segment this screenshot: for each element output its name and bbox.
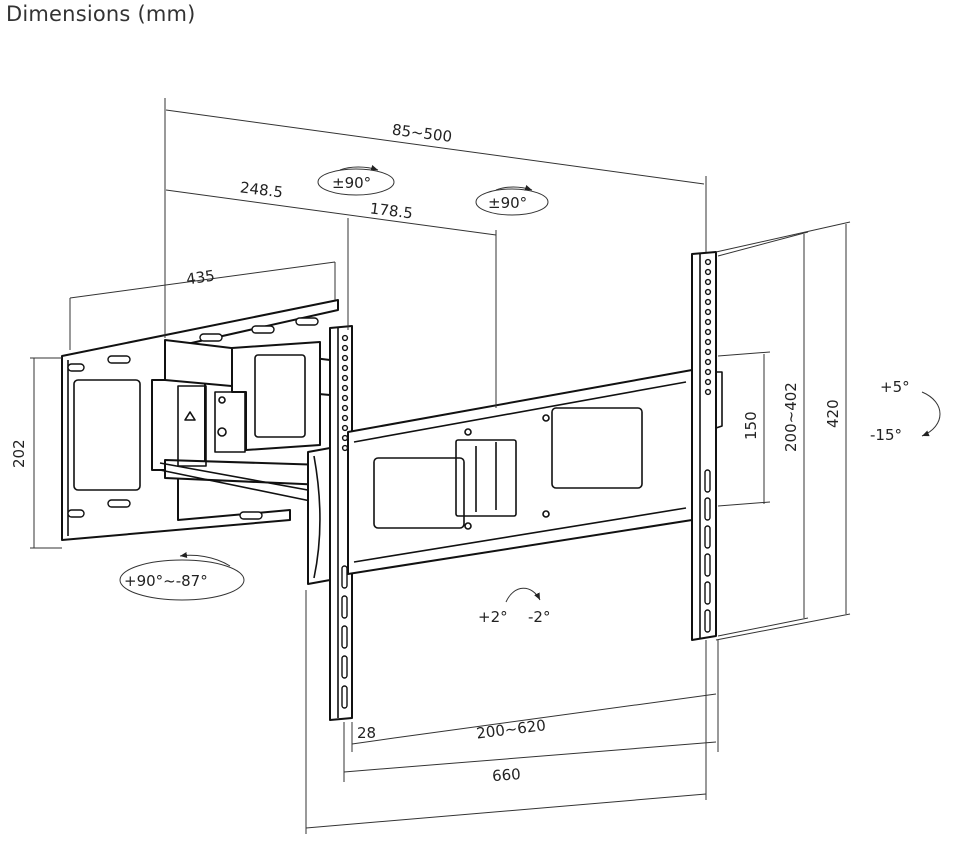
swivel-arm-1-indicator: ±90° [317,164,395,196]
mounting-hole [341,384,349,392]
dim-arm-segment-1: 248.5 [239,178,284,201]
mounting-hole [704,318,712,326]
mounting-hole [704,268,712,276]
mounting-slot [704,469,711,493]
rot-swivel-arm-2: ±90° [488,194,527,212]
mounting-hole [704,278,712,286]
tilt-indicator: +5° -15° [870,378,941,444]
curved-arrow-icon [179,552,231,567]
mounting-hole [704,328,712,336]
dim-vesa-horizontal-range: 200~620 [475,716,547,742]
dim-wall-plate-width: 435 [185,267,216,289]
mounting-slot [341,685,348,709]
rot-swivel-wall: +90°~-87° [124,572,208,590]
mounting-hole [341,424,349,432]
rot-tilt-up: +5° [880,378,910,396]
curved-arrow-icon [495,184,533,191]
wall-plate [61,299,339,541]
dim-wall-plate-height: 202 [10,439,28,468]
dim-arm-segment-2: 178.5 [369,199,414,222]
mounting-slot [704,581,711,605]
dim-bracket-width: 660 [491,765,521,785]
horizontal-cross-bar [347,369,693,575]
dim-rail-offset: 28 [357,724,376,742]
swivel-wall-indicator: +90°~-87° [119,552,245,601]
mounting-hole [341,414,349,422]
right-vertical-rail [691,251,723,641]
left-vertical-rail [307,325,353,721]
mounting-slot [341,565,348,589]
mounting-hole [341,354,349,362]
rot-swivel-arm-1: ±90° [332,174,371,192]
rot-level-minus: -2° [528,608,550,626]
swivel-arm-2-indicator: ±90° [475,184,549,216]
mounting-slot [704,525,711,549]
mounting-hole [341,364,349,372]
rot-level-plus: +2° [478,608,508,626]
mounting-slot [704,553,711,577]
mounting-hole [704,378,712,386]
mounting-hole [704,308,712,316]
dim-vesa-vertical-min: 150 [742,411,760,440]
mounting-hole [704,358,712,366]
curved-arrow-icon [921,391,941,437]
level-indicator: +2° -2° [478,587,550,626]
mounting-hole [341,394,349,402]
curved-arrow-icon [505,587,541,603]
rot-tilt-down: -15° [870,426,902,444]
mounting-hole [704,368,712,376]
curved-arrow-icon [339,164,379,171]
mounting-slot [341,625,348,649]
mounting-slot [704,497,711,521]
mounting-hole [341,344,349,352]
mounting-slot [341,655,348,679]
page-title: Dimensions (mm) [6,2,196,26]
dimension-lines: 85~500 248.5 178.5 435 202 150 200~402 4… [10,98,851,834]
dim-bracket-height: 420 [824,399,842,428]
mounting-hole [704,388,712,396]
mounting-hole [704,298,712,306]
mounting-hole [341,404,349,412]
swing-arm [151,339,336,506]
mounting-slot [704,609,711,633]
mounting-hole [341,374,349,382]
mounting-hole [704,338,712,346]
mounting-hole [341,434,349,442]
mounting-hole [704,288,712,296]
mounting-hole [341,444,349,452]
mounting-hole [704,348,712,356]
mounting-slot [341,595,348,619]
rotation-indicators: ±90° ±90° +5° -15° +90°~-87° +2° -2° [119,164,941,626]
dim-vesa-vertical-range: 200~402 [782,382,800,452]
mounting-hole [341,334,349,342]
mounting-hole [704,258,712,266]
